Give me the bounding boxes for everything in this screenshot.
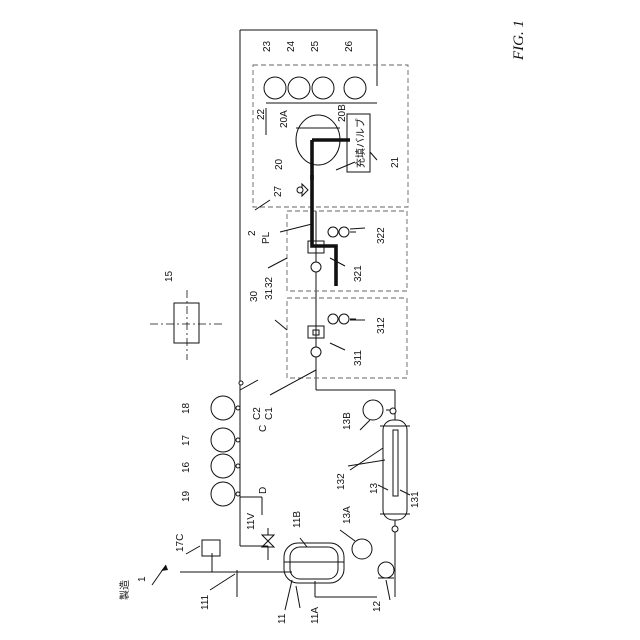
label-21-text: 充填バルブ [354, 118, 367, 168]
circle-16-icon [211, 454, 235, 478]
pump-12-icon [378, 562, 394, 578]
labels: FIG. 1 製造 1 111 11 11A 11B 11V 12 13A 13… [118, 20, 527, 624]
label-13a: 13A [342, 506, 353, 524]
unit-30 [287, 211, 407, 378]
label-16: 16 [181, 461, 192, 473]
label-322: 322 [376, 227, 387, 244]
circle-19-icon [211, 482, 235, 506]
circle-26-icon [344, 77, 366, 99]
label-111: 111 [200, 594, 211, 610]
circle-group-16-19 [211, 381, 243, 506]
circle-23-icon [264, 77, 286, 99]
label-12: 12 [372, 600, 383, 612]
label-21: 21 [390, 156, 401, 168]
label-312: 312 [376, 317, 387, 334]
tank-11 [284, 543, 344, 583]
label-321: 321 [353, 265, 364, 282]
label-27: 27 [273, 185, 284, 197]
label-20b: 20B [337, 104, 348, 122]
label-19: 19 [181, 490, 192, 502]
label-26: 26 [344, 40, 355, 52]
unit-2 [253, 65, 408, 207]
label-18: 18 [181, 402, 192, 414]
label-1: 1 [137, 576, 148, 582]
label-20: 20 [274, 158, 285, 170]
label-20a: 20A [279, 110, 290, 128]
label-131: 131 [410, 491, 421, 508]
label-17: 17 [181, 434, 192, 446]
label-2: 2 [247, 230, 258, 236]
circle-13b-icon [363, 400, 383, 420]
label-c: C [258, 425, 269, 432]
box-17c [202, 540, 220, 556]
label-d: D [258, 487, 269, 494]
label-c1: C1 [264, 407, 275, 420]
label-132: 132 [336, 473, 347, 490]
circle-25-icon [312, 77, 334, 99]
label-pl: PL [261, 231, 272, 244]
label-11: 11 [277, 613, 288, 624]
circle-24-icon [288, 77, 310, 99]
label-311: 311 [353, 350, 364, 366]
label-13: 13 [369, 482, 380, 494]
label-22: 22 [256, 108, 267, 120]
system-label: 製造 [118, 580, 131, 600]
label-c2: C2 [252, 407, 263, 420]
label-25: 25 [310, 40, 321, 52]
label-11v: 11V [246, 513, 257, 530]
box-15 [150, 290, 222, 360]
label-13b: 13B [342, 412, 353, 430]
label-23: 23 [262, 40, 273, 52]
label-11a: 11A [310, 607, 321, 624]
valve-11v-icon [262, 528, 274, 547]
circle-17-icon [211, 428, 235, 452]
label-31: 31 [264, 288, 275, 300]
label-17c: 17C [175, 534, 186, 552]
label-15: 15 [164, 270, 175, 282]
heat-exchanger-13 [380, 408, 410, 532]
leader-lines [152, 152, 410, 610]
label-11b: 11B [292, 511, 303, 528]
circle-13a-icon [352, 539, 372, 559]
label-32: 32 [264, 276, 275, 288]
figure-title: FIG. 1 [511, 20, 527, 61]
circle-18-icon [211, 396, 235, 420]
label-24: 24 [286, 40, 297, 52]
label-30: 30 [249, 290, 260, 302]
